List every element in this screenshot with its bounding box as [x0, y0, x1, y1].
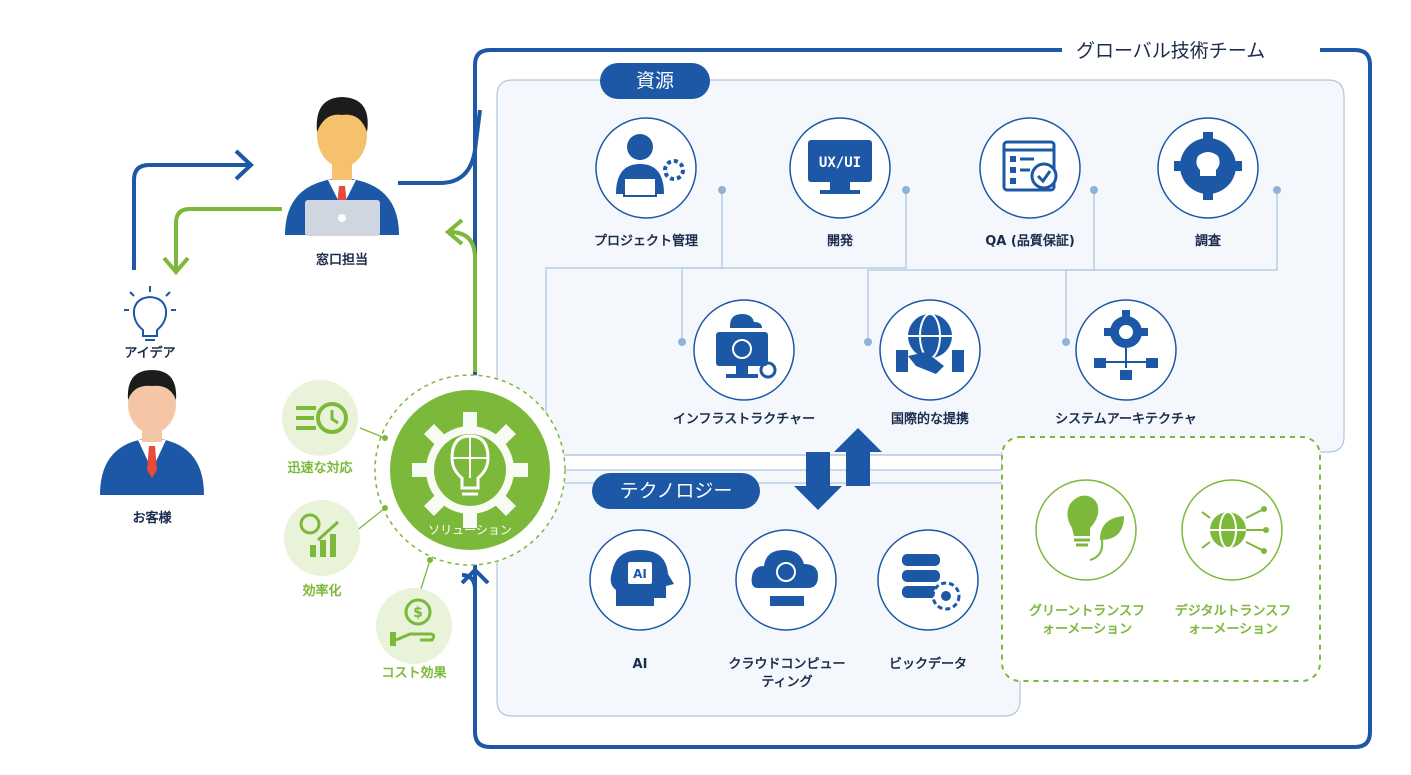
transformation-label-green: グリーントランスフォーメーション [1028, 604, 1146, 637]
technology-label-bigdata: ビックデータ [888, 657, 967, 672]
transformation-label-digital: デジタルトランスフォーメーション [1174, 604, 1292, 637]
exchange-arrows-icon [794, 428, 882, 510]
technology-label-ai: AI [632, 657, 648, 672]
customer-person-avatar [100, 370, 204, 495]
solution-gear-icon [390, 390, 550, 550]
svg-text:$: $ [413, 605, 423, 621]
ux-ui-monitor-icon: UX/UI [789, 117, 891, 219]
benefit-connectors [354, 427, 431, 593]
infrastructure-icon [693, 299, 795, 401]
efficiency-chart-icon [284, 500, 360, 576]
digital-globe-chip-icon [1181, 479, 1283, 581]
technology-label-cloud: クラウドコンピューティング [728, 657, 846, 690]
contact-person-label: 窓口担当 [315, 253, 368, 268]
resource-label-infrastructure: インフラストラクチャー [672, 412, 816, 427]
resource-label-development: 開発 [826, 234, 853, 249]
connector-dots [678, 186, 1281, 346]
contact-to-team-line [398, 109, 482, 185]
idea-to-contact-arrow [132, 163, 250, 270]
cloud-computing-icon [735, 529, 837, 631]
customer-label: お客様 [132, 511, 172, 526]
global-team-frame [473, 48, 1372, 749]
project-manager-icon [595, 117, 697, 219]
solution-label: ソリューション [428, 523, 512, 537]
resource-label-research: 調査 [1194, 234, 1221, 249]
global-team-title: グローバル技術チーム [1066, 38, 1276, 64]
fast-clock-icon [282, 380, 358, 456]
system-architecture-icon [1075, 299, 1177, 401]
resource-connectors [545, 190, 1278, 456]
cost-hand-coin-icon: $ [376, 588, 452, 664]
svg-text:UX/UI: UX/UI [819, 155, 861, 171]
research-bulb-gear-icon [1157, 117, 1259, 219]
solution-to-contact-arrow [449, 230, 477, 372]
resource-label-partnership: 国際的な提携 [890, 412, 969, 427]
ai-head-icon: AI [589, 529, 691, 631]
resource-label-qa: QA (品質保証) [985, 234, 1075, 249]
resource-label-project: プロジェクト管理 [593, 234, 698, 249]
benefit-label-efficiency: 効率化 [302, 584, 342, 599]
svg-text:AI: AI [633, 567, 647, 581]
resource-label-architecture: システムアーキテクチャ [1055, 412, 1197, 427]
handshake-globe-icon [879, 299, 981, 401]
resources-heading: 資源 [600, 63, 710, 99]
team-to-solution-arrow [461, 573, 477, 600]
idea-label: アイデア [124, 346, 176, 361]
contact-person-avatar [285, 97, 399, 236]
idea-bulb-icon [124, 286, 176, 341]
qa-checklist-icon [979, 117, 1081, 219]
contact-to-customer-arrow [174, 207, 282, 270]
green-bulb-leaf-icon [1035, 479, 1137, 581]
big-data-icon [877, 529, 979, 631]
benefit-label-fast: 迅速な対応 [287, 461, 353, 476]
benefit-label-cost: コスト効果 [381, 666, 447, 681]
technology-heading: テクノロジー [592, 473, 760, 509]
